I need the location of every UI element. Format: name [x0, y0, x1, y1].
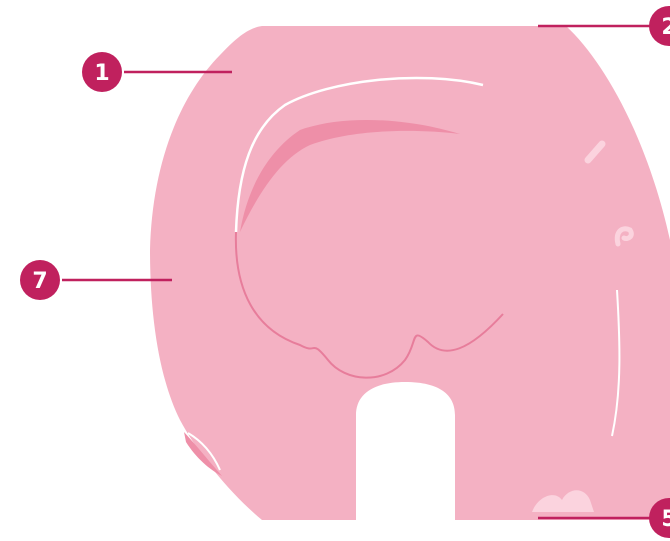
body-shape — [150, 26, 670, 520]
marker-1-label: 1 — [94, 61, 109, 86]
marker-5-label: 5 — [661, 507, 670, 532]
marker-2-label: 2 — [661, 15, 670, 40]
marker-2: 2 — [649, 6, 670, 46]
marker-1: 1 — [82, 52, 122, 92]
marker-7-label: 7 — [32, 269, 47, 294]
marker-7: 7 — [20, 260, 60, 300]
